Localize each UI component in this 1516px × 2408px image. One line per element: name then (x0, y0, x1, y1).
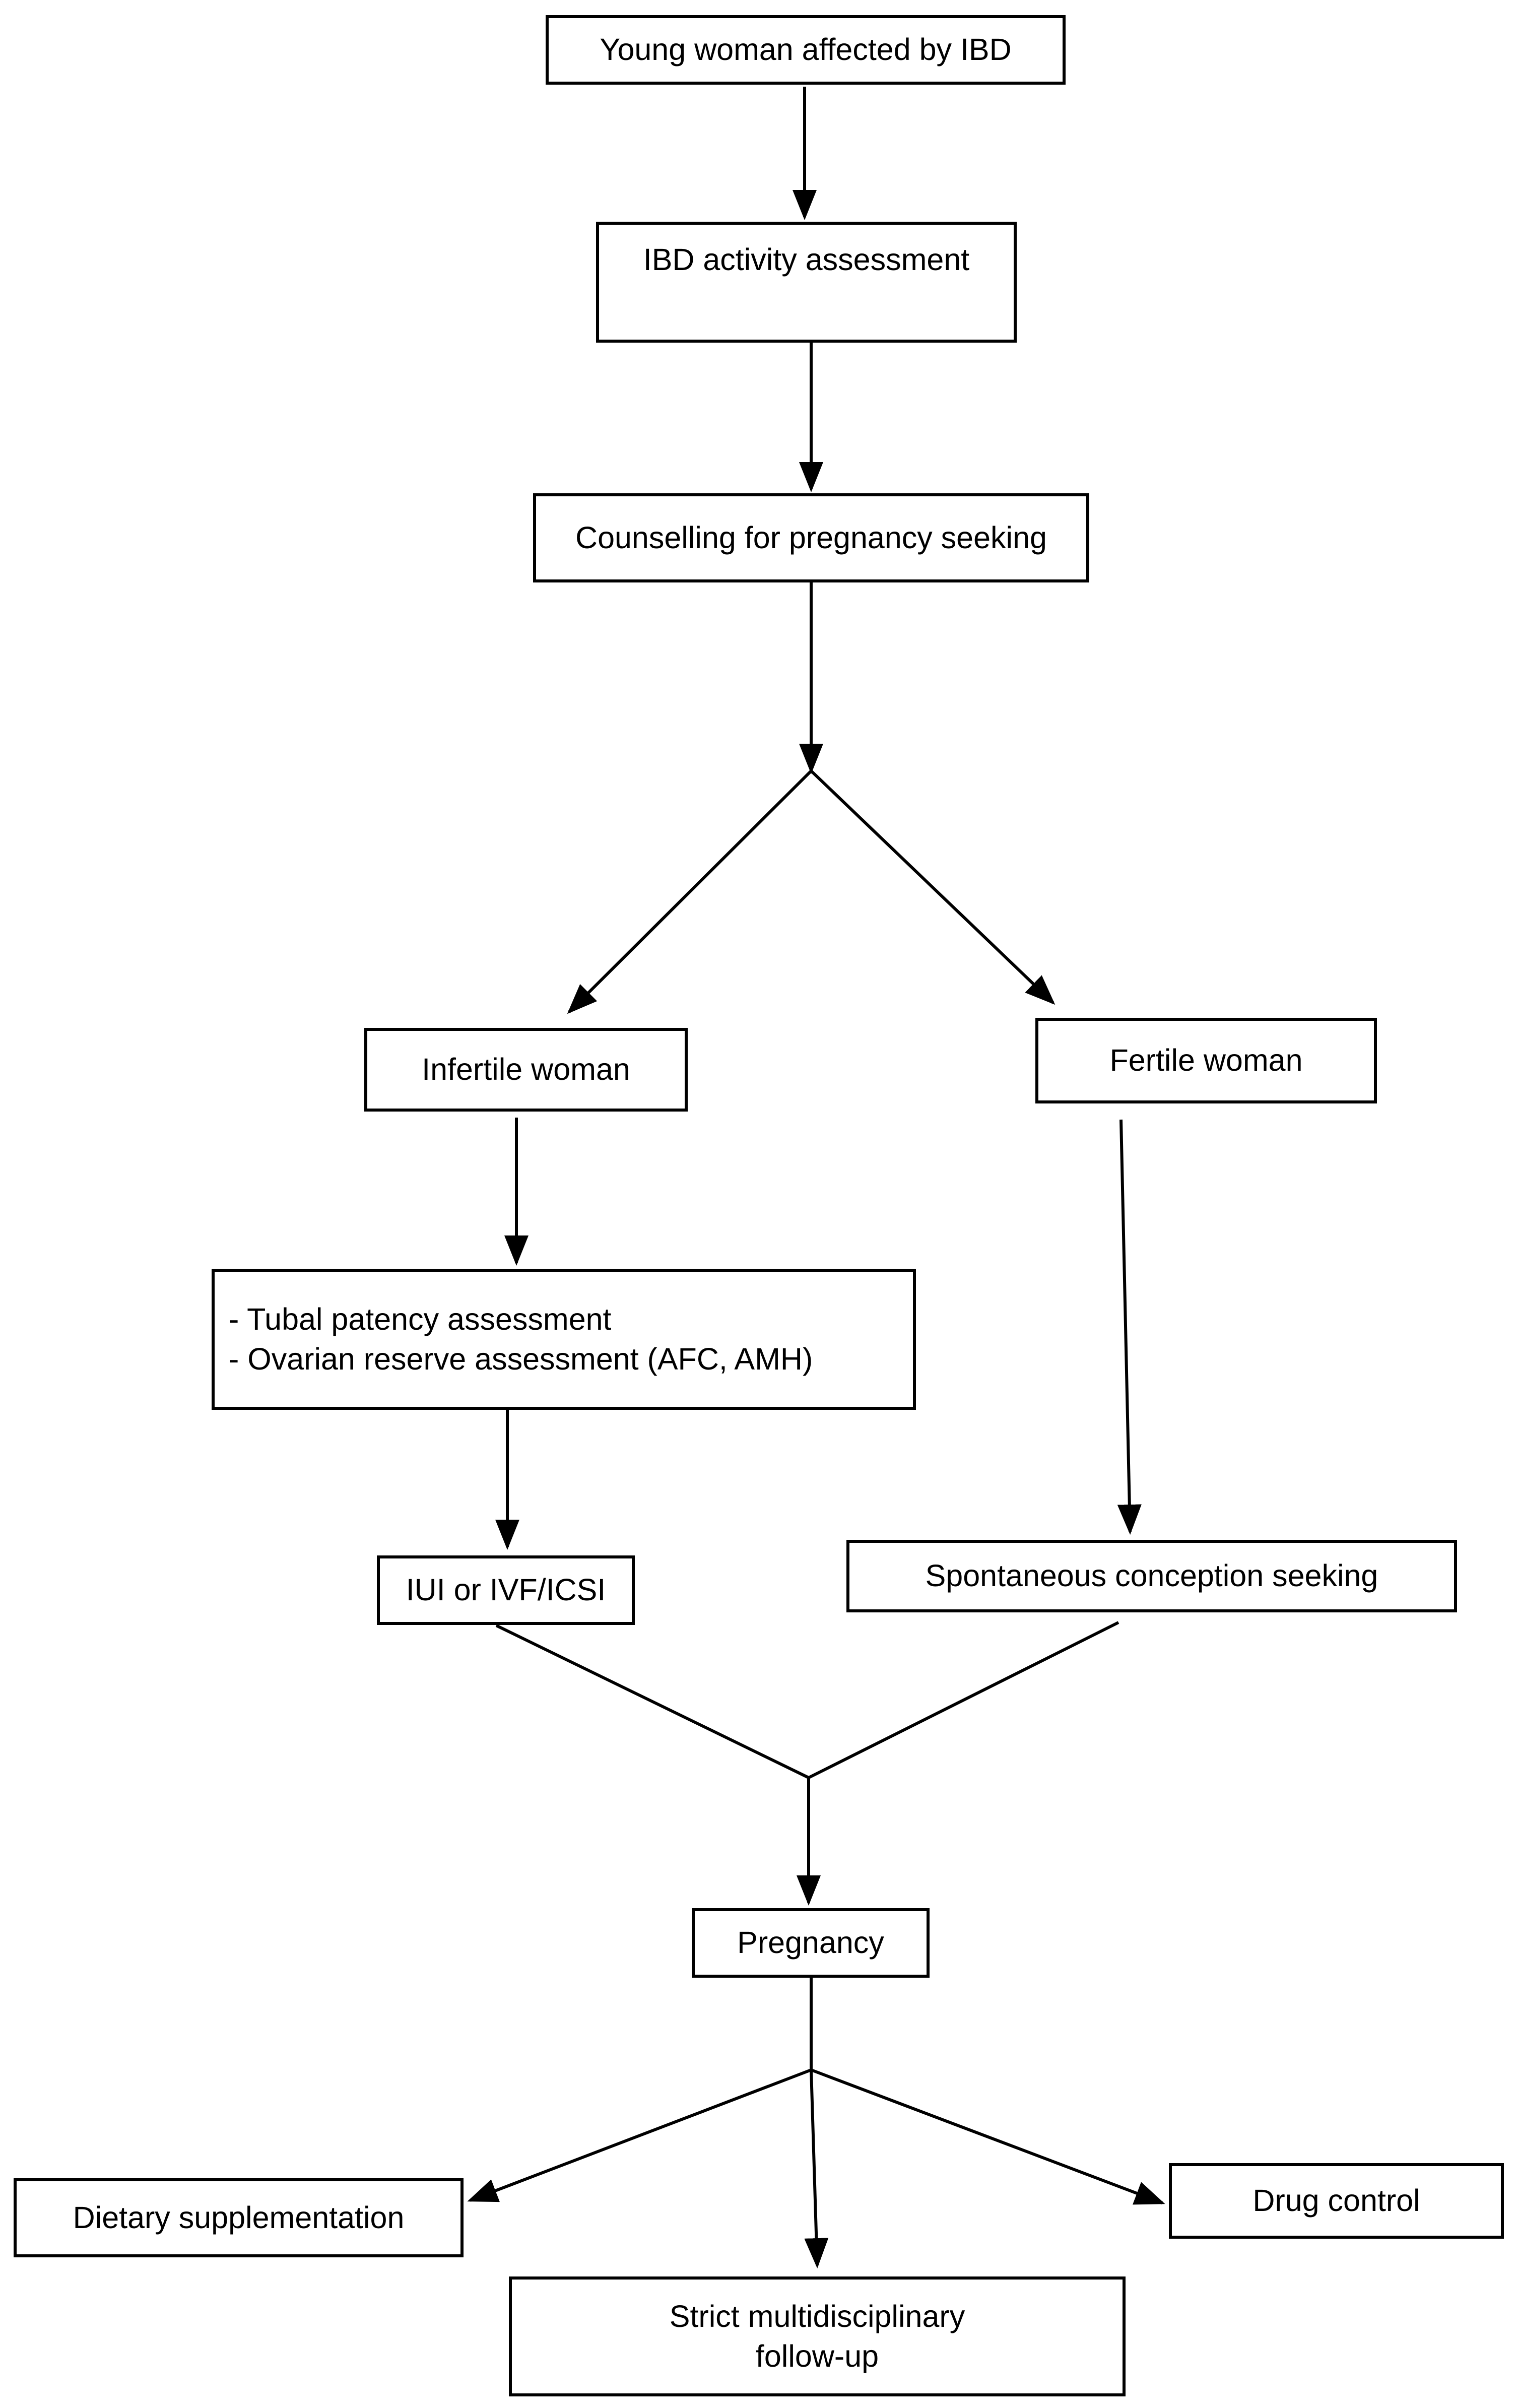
node-counselling: Counselling for pregnancy seeking (533, 493, 1089, 582)
arrow-fertile-to-spontaneous (1117, 1119, 1142, 1535)
node-iui-ivf: IUI or IVF/ICSI (377, 1555, 635, 1625)
node-young-woman: Young woman affected by IBD (546, 15, 1066, 85)
arrow-split-to-fertile (810, 769, 1056, 1005)
arrow-split-to-dietary (467, 2068, 812, 2202)
node-fertile-woman: Fertile woman (1035, 1018, 1377, 1103)
node-young-woman-label: Young woman affected by IBD (600, 32, 1012, 67)
line-spontaneous-to-merge (808, 1621, 1119, 1779)
node-assessments: - Tubal patency assessment - Ovarian res… (212, 1269, 916, 1410)
arrow-split-to-drug-control (810, 2068, 1165, 2205)
node-followup-text: Strict multidisciplinary follow-up (670, 2297, 965, 2377)
assessment-item: - Tubal patency assessment (229, 1301, 612, 1336)
node-infertile-woman-label: Infertile woman (422, 1052, 630, 1087)
node-iui-ivf-label: IUI or IVF/ICSI (406, 1573, 606, 1607)
node-spontaneous-conception-label: Spontaneous conception seeking (925, 1558, 1378, 1593)
node-drug-control-label: Drug control (1253, 2183, 1420, 2218)
node-drug-control: Drug control (1169, 2163, 1504, 2239)
node-activity-assessment: IBD activity assessment (596, 222, 1017, 343)
assessment-item: - Ovarian reserve assessment (AFC, AMH) (229, 1342, 813, 1376)
node-pregnancy: Pregnancy (692, 1908, 930, 1978)
node-dietary-supplementation-label: Dietary supplementation (73, 2200, 405, 2235)
node-followup: Strict multidisciplinary follow-up (509, 2276, 1126, 2396)
arrow-split-to-infertile (567, 769, 813, 1014)
node-spontaneous-conception: Spontaneous conception seeking (846, 1540, 1457, 1612)
node-assessments-text: - Tubal patency assessment - Ovarian res… (229, 1299, 813, 1380)
arrow-split-to-followup (804, 2069, 829, 2268)
node-pregnancy-label: Pregnancy (737, 1925, 884, 1960)
node-counselling-label: Counselling for pregnancy seeking (575, 520, 1047, 555)
node-infertile-woman: Infertile woman (364, 1028, 688, 1112)
node-fertile-woman-label: Fertile woman (1109, 1043, 1303, 1078)
node-activity-assessment-label: IBD activity assessment (643, 242, 970, 277)
line-iui-to-merge (495, 1624, 810, 1779)
followup-line: Strict multidisciplinary (669, 2299, 965, 2333)
node-dietary-supplementation: Dietary supplementation (14, 2178, 464, 2257)
followup-line: follow-up (755, 2339, 879, 2373)
